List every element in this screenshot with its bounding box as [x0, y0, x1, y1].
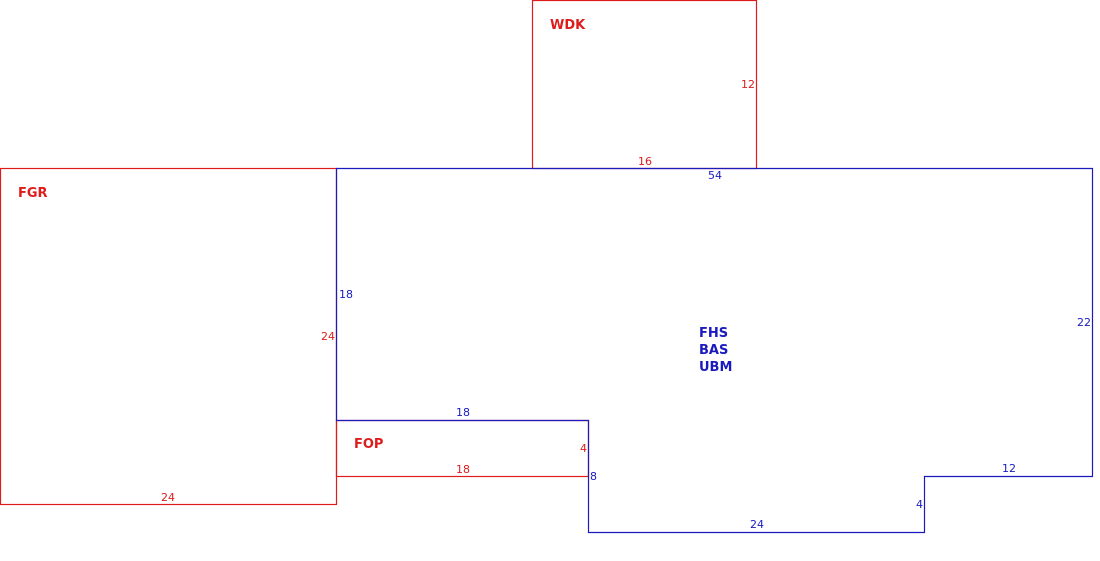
- main-dim-right: 22: [1077, 316, 1091, 329]
- main-dim-bottom: 24: [750, 518, 764, 531]
- main-dim-notch-top: 18: [456, 406, 470, 419]
- wdk-dim-right: 12: [741, 78, 755, 91]
- wdk-dim-bottom: 16: [638, 155, 652, 168]
- main-dim-left: 18: [339, 288, 353, 301]
- main-label-ubm: UBM: [699, 360, 732, 375]
- main-dim-top: 54: [708, 169, 722, 182]
- main-dim-step-left: 4: [916, 498, 923, 511]
- fop-label: FOP: [354, 437, 383, 452]
- wdk-label: WDK: [550, 18, 586, 33]
- main-label-fhs: FHS: [699, 326, 728, 341]
- fgr-outline: [0, 167, 338, 506]
- fgr-dim-bottom: 24: [161, 491, 175, 504]
- main-dim-notch-right: 8: [590, 470, 597, 483]
- fgr-label: FGR: [18, 186, 48, 201]
- fgr-dim-right: 24: [321, 330, 335, 343]
- fop-dim-bottom: 18: [456, 463, 470, 476]
- main-area-outline: [335, 167, 1094, 534]
- fop-dim-right: 4: [580, 442, 587, 455]
- main-dim-step-top: 12: [1002, 462, 1016, 475]
- main-label-bas: BAS: [699, 343, 728, 358]
